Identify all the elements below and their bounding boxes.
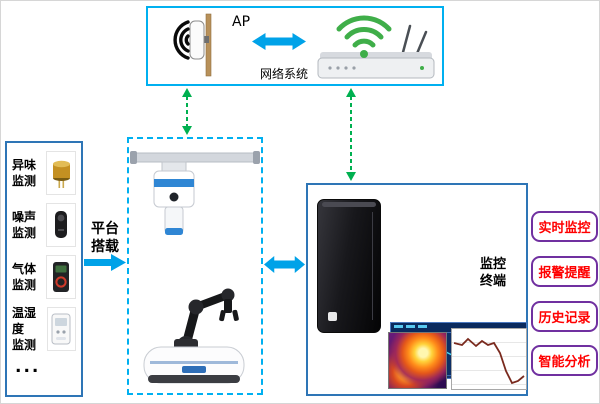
network-robot-link-arrow [182,88,192,135]
pc-edge-line [372,212,373,320]
gas-detector-icon [46,255,76,299]
wifi-router-icon [317,15,435,79]
robot-terminal-arrow [264,256,305,273]
ap-antenna-icon [173,13,212,77]
feature-intelligent-analysis: 智能分析 [531,345,598,376]
network-system-label: 网络系统 [260,67,309,81]
sensor-list-more: ... [15,357,41,377]
sensor-row-gas: 气体监测 [7,251,81,303]
temp-humidity-logger-icon [46,307,76,351]
monitoring-terminal-label: 监控终端 [479,257,506,289]
network-terminal-link-arrow [346,88,356,181]
monitoring-terminal-box: 监控终端 [306,183,528,396]
feature-realtime-monitoring: 实时监控 [531,211,598,242]
feature-alarm-alert: 报警提醒 [531,256,598,287]
pc-top-panel [322,202,376,207]
platform-mount-arrow [84,254,126,271]
sensor-label: 异味监测 [12,157,37,188]
thermal-image [388,332,447,389]
ap-router-arrow [252,33,306,50]
network-system-box: AP 网络系统 [146,6,444,86]
ap-label: AP [232,14,251,30]
sensor-list-box: 异味监测 噪声监测 [5,141,83,397]
sensor-label: 温湿度监测 [12,305,37,353]
feature-history-records: 历史记录 [531,301,598,332]
odor-sensor-icon [46,151,76,195]
pc-logo [328,312,337,321]
pc-tower-icon [317,199,381,333]
trend-chart-image [451,328,527,390]
sensor-row-temp-humidity: 温湿度监测 [7,303,81,355]
robot-platform-box [127,137,263,395]
mobile-robot-icon [143,288,245,384]
sensor-row-odor: 异味监测 [7,147,81,199]
sensor-label: 气体监测 [12,261,37,292]
platform-mount-label: 平台搭载 [91,221,119,256]
sensor-label: 噪声监测 [12,209,37,240]
noise-sensor-icon [46,203,76,247]
rail-robot-icon [130,151,260,235]
sensor-row-noise: 噪声监测 [7,199,81,251]
